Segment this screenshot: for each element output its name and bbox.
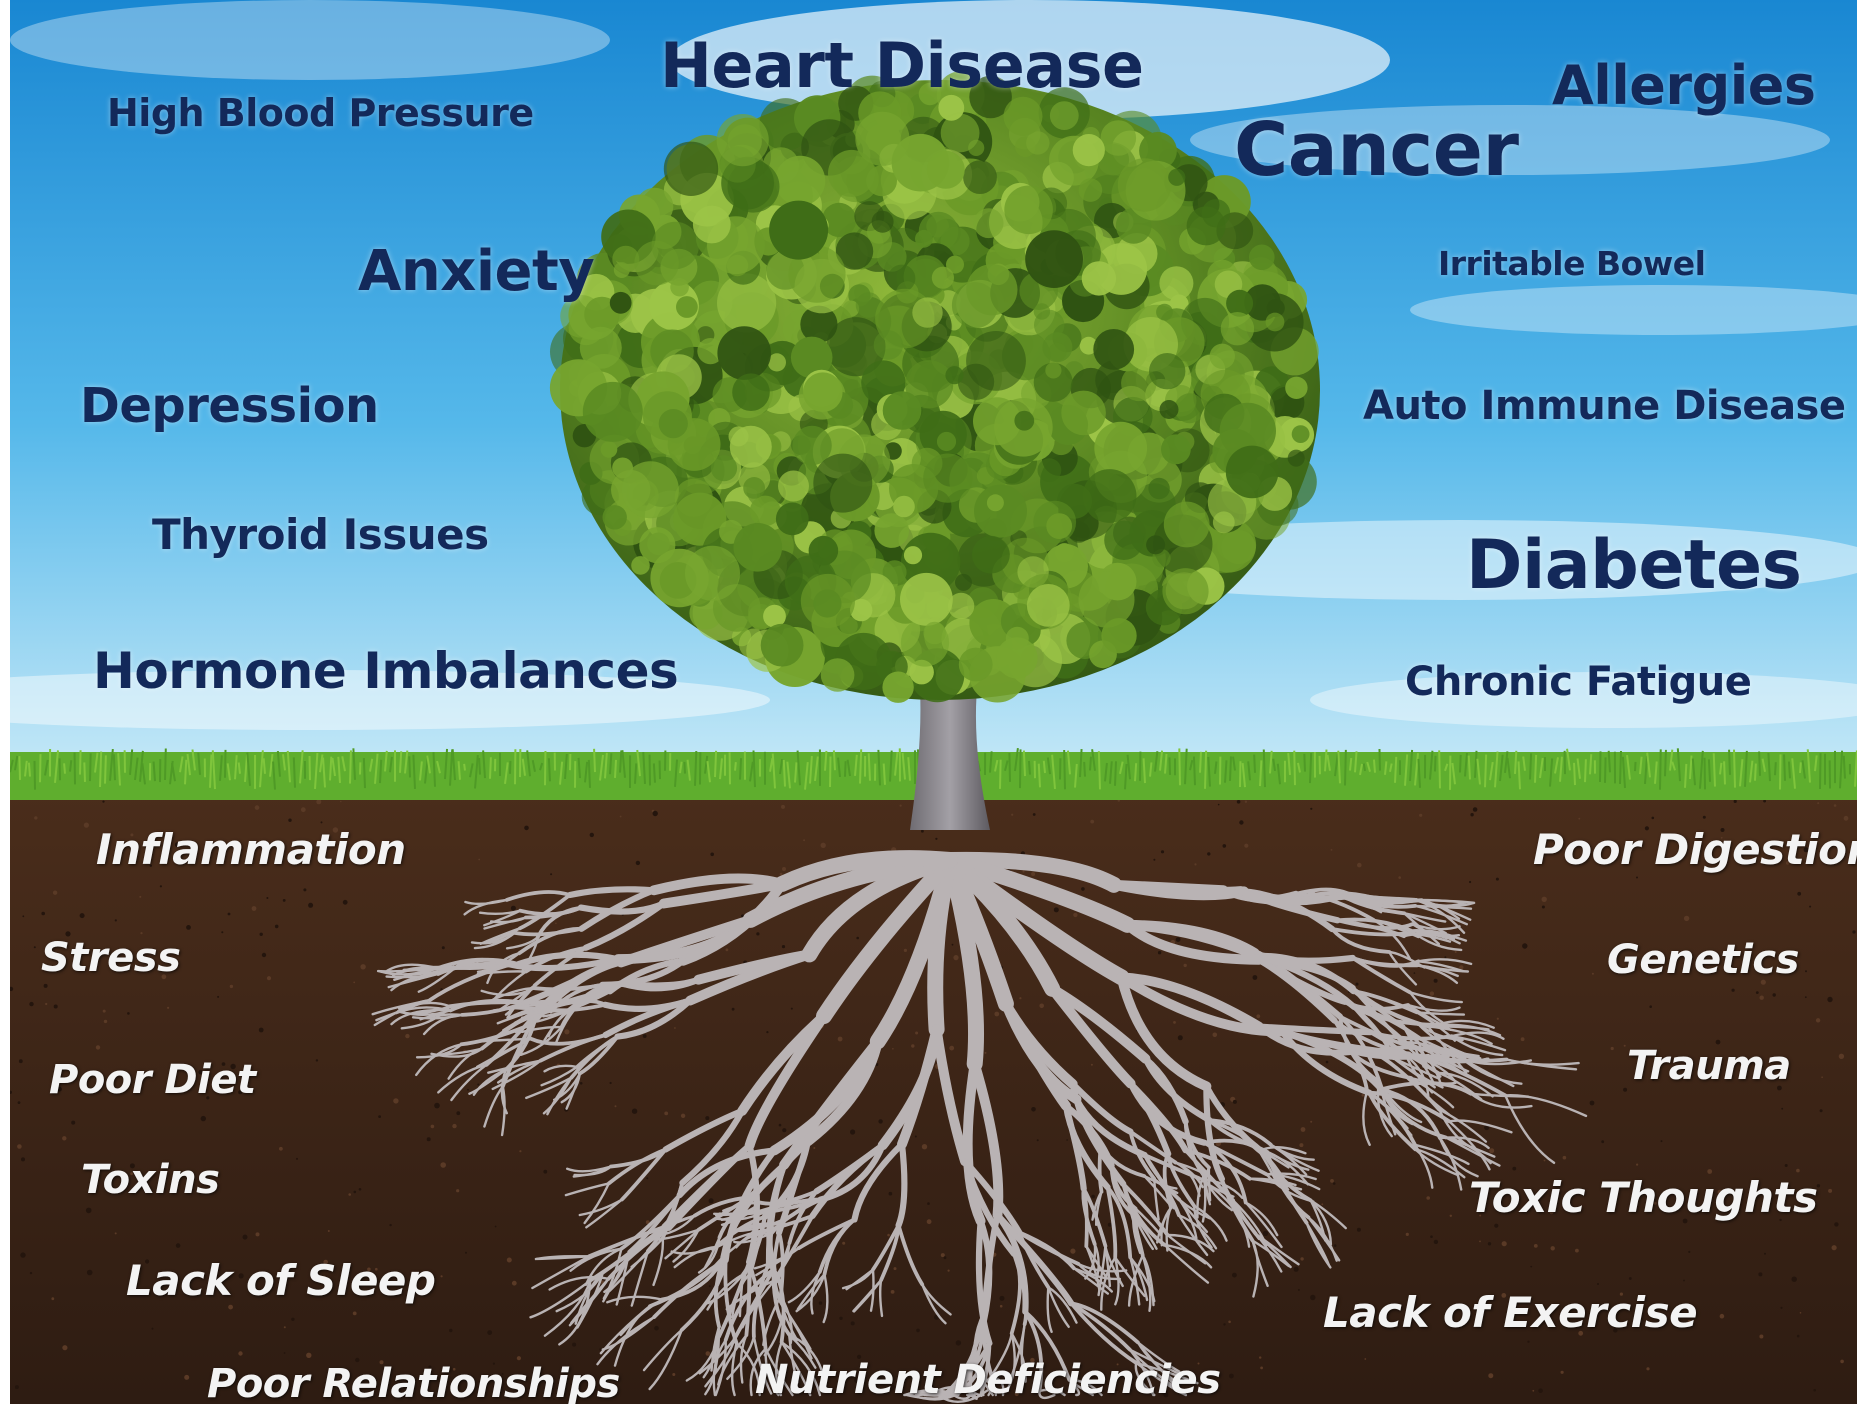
label-toxic-thoughts: Toxic Thoughts [1469, 1177, 1817, 1219]
label-thyroid-issues: Thyroid Issues [152, 514, 489, 556]
label-depression: Depression [80, 382, 379, 430]
label-heart-disease: Heart Disease [660, 35, 1144, 97]
label-high-blood-pressure: High Blood Pressure [107, 94, 534, 132]
tree-diagram: High Blood Pressure Heart Disease Allerg… [10, 0, 1857, 1404]
label-chronic-fatigue: Chronic Fatigue [1405, 662, 1751, 702]
label-diabetes: Diabetes [1466, 532, 1802, 600]
label-nutrient-deficiencies: Nutrient Deficiencies [755, 1360, 1221, 1400]
label-stress: Stress [41, 938, 180, 978]
label-hormone-imbalances: Hormone Imbalances [93, 646, 678, 696]
label-inflammation: Inflammation [96, 829, 406, 871]
label-poor-digestion: Poor Digestion [1533, 829, 1857, 871]
label-lack-of-exercise: Lack of Exercise [1323, 1292, 1697, 1334]
label-cancer: Cancer [1234, 113, 1518, 187]
label-anxiety: Anxiety [358, 244, 594, 300]
label-allergies: Allergies [1552, 59, 1816, 113]
label-toxins: Toxins [81, 1160, 219, 1200]
label-lack-of-sleep: Lack of Sleep [126, 1260, 435, 1302]
label-poor-diet: Poor Diet [49, 1060, 256, 1100]
label-poor-relationships: Poor Relationships [207, 1364, 620, 1404]
label-trauma: Trauma [1627, 1046, 1791, 1086]
label-irritable-bowel: Irritable Bowel [1438, 247, 1706, 280]
label-genetics: Genetics [1607, 940, 1799, 980]
label-auto-immune-disease: Auto Immune Disease [1363, 386, 1846, 426]
